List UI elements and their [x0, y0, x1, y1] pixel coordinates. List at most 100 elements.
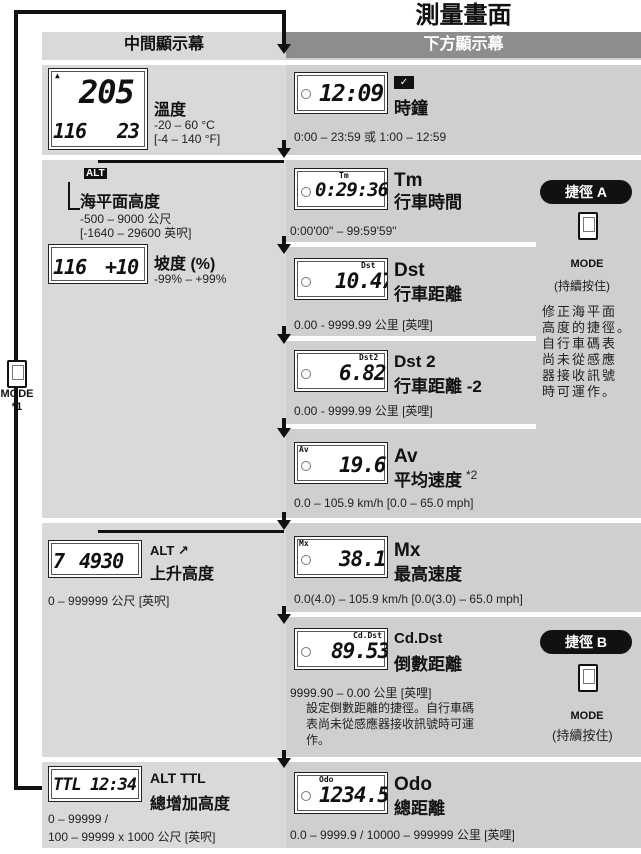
- odo-lcd-value: 1234.5: [319, 783, 388, 807]
- temperature-lcd-left: 116: [53, 119, 87, 143]
- shortcut-a-mode: MODE: [570, 258, 604, 270]
- arrow-down-icon: [277, 614, 291, 624]
- odo-range: 0.0 – 9999.9 / 10000 – 999999 公里 [英哩]: [290, 828, 515, 842]
- mx-lcd: Mx 38.1: [294, 536, 388, 578]
- dst-lcd-value: 10.47: [335, 269, 388, 293]
- total-ascent-range-2: 100 – 99999 x 1000 公尺 [英呎]: [48, 830, 216, 844]
- dst-range: 0.00 - 9999.99 公里 [英哩]: [294, 318, 433, 332]
- tm-abbr: Tm: [394, 170, 423, 191]
- arrow-down-icon: [277, 428, 291, 438]
- mode-button-icon: [7, 360, 27, 388]
- odo-lcd-tag: Odo: [319, 775, 334, 784]
- dst-lcd-tag: Dst: [361, 261, 376, 270]
- altitude-bracket: [68, 182, 80, 210]
- mode-dot-icon: [301, 555, 311, 565]
- tm-range: 0:00'00" – 99:59'59": [290, 224, 397, 238]
- clock-label: 時鐘: [394, 99, 428, 118]
- total-ascent-lcd: TTL 12:34: [48, 766, 142, 802]
- total-ascent-lcd-main: TTL 12:34: [53, 775, 137, 795]
- av-lcd-value: 19.6: [339, 453, 387, 477]
- middle-display-panel: [42, 32, 286, 848]
- separator: [286, 424, 536, 429]
- mx-label: 最高速度: [394, 565, 462, 584]
- temperature-lcd-main: 205: [79, 73, 135, 111]
- ascent-lcd-main: 4930: [79, 549, 124, 573]
- cddst-abbr: Cd.Dst: [394, 630, 443, 647]
- arrow-down-icon: [277, 758, 291, 768]
- shortcut-a-desc-line: 時可運作。: [542, 384, 618, 399]
- mx-range: 0.0(4.0) – 105.9 km/h [0.0(3.0) – 65.0 m…: [294, 592, 523, 606]
- clock-lcd: 12:09: [294, 72, 388, 114]
- arrow-down-icon: [277, 520, 291, 530]
- dst-lcd: Dst 10.47: [294, 258, 388, 300]
- dst2-label: 行車距離 -2: [394, 377, 482, 396]
- flow-line: [282, 418, 286, 428]
- dst2-lcd-tag: Dst2: [359, 353, 379, 362]
- mode-dot-icon: [301, 647, 311, 657]
- alt-badge-icon: ALT: [84, 168, 107, 179]
- mode-footnote: *1: [11, 401, 23, 413]
- separator: [286, 242, 536, 247]
- mode-dot-icon: [301, 369, 311, 379]
- dst2-abbr: Dst 2: [394, 352, 436, 371]
- odo-abbr: Odo: [394, 774, 432, 795]
- separator: [42, 60, 641, 65]
- av-label: 平均速度: [394, 471, 462, 490]
- clock-icon: ✓: [394, 76, 414, 89]
- ascent-lcd-left: 7: [53, 549, 65, 573]
- temperature-range-f: [-4 – 140 °F]: [154, 132, 221, 146]
- dst2-range: 0.00 - 9999.99 公里 [英哩]: [294, 404, 433, 418]
- clock-lcd-value: 12:09: [319, 81, 384, 107]
- mode-label: MODE: [0, 388, 34, 400]
- tm-lcd-value: 0:29:36: [315, 179, 388, 201]
- lower-display-header: 下方顯示幕: [286, 32, 641, 58]
- cddst-desc-line: 設定倒數距離的捷徑。自行車碼: [306, 701, 475, 715]
- temperature-lcd-right: 23: [117, 119, 140, 143]
- flow-line: [98, 160, 284, 163]
- shortcut-a-desc-line: 自行車碼表: [542, 336, 618, 351]
- flow-line: [282, 606, 286, 614]
- shortcut-a-desc-line: 修正海平面: [542, 304, 618, 319]
- page-title: 測量畫面: [415, 2, 512, 29]
- shortcut-a-desc-line: 高度的捷徑。: [542, 320, 633, 335]
- tm-lcd-tag: Tm: [339, 171, 349, 180]
- av-lcd-tag: Av: [299, 445, 309, 454]
- mode-loop-line: [14, 10, 286, 14]
- flow-line: [282, 236, 286, 244]
- av-abbr: Av: [394, 446, 418, 467]
- flow-line: [282, 512, 286, 522]
- slope-lcd: 116 +10: [48, 244, 148, 284]
- arrow-down-icon: [277, 244, 291, 254]
- mx-lcd-value: 38.1: [339, 547, 387, 571]
- shortcut-a-desc-line: 器接收訊號: [542, 368, 618, 383]
- total-ascent-label: 總增加高度: [150, 796, 231, 813]
- ascent-range: 0 – 999999 公尺 [英呎]: [48, 594, 170, 608]
- av-footnote: *2: [466, 468, 478, 482]
- alt-ttl-icon: ALT TTL: [150, 770, 206, 786]
- shortcut-a-hold: (持續按住): [554, 279, 610, 293]
- slope-range: -99% – +99%: [154, 272, 227, 286]
- flow-line: [282, 750, 286, 758]
- av-range: 0.0 – 105.9 km/h [0.0 – 65.0 mph]: [294, 496, 474, 510]
- temperature-range: -20 – 60 °C: [154, 118, 215, 132]
- av-lcd: Av 19.6: [294, 442, 388, 484]
- middle-display-header: 中間顯示幕: [42, 32, 286, 58]
- total-ascent-range: 0 – 99999 /: [48, 812, 109, 826]
- flow-line: [282, 140, 286, 148]
- altitude-range: -500 – 9000 公尺: [80, 212, 172, 226]
- cddst-desc-line: 作。: [306, 733, 331, 747]
- separator: [42, 518, 641, 523]
- shortcut-a-desc-line: 尚未從感應: [542, 352, 618, 367]
- dst-abbr: Dst: [394, 260, 425, 281]
- shortcut-a-badge: 捷徑 A: [540, 180, 632, 204]
- flow-line: [282, 10, 286, 46]
- alt-ascent-icon: ALT ↗: [150, 543, 189, 558]
- clock-range: 0:00 – 23:59 或 1:00 – 12:59: [294, 130, 447, 144]
- cddst-lcd: Cd.Dst 89.53: [294, 628, 388, 670]
- ascent-label: 上升高度: [150, 566, 215, 583]
- tm-label: 行車時間: [394, 193, 462, 212]
- dst2-lcd: Dst2 6.82: [294, 350, 388, 392]
- cddst-lcd-value: 89.53: [331, 639, 388, 663]
- mode-dot-icon: [301, 277, 311, 287]
- flow-line: [98, 530, 284, 533]
